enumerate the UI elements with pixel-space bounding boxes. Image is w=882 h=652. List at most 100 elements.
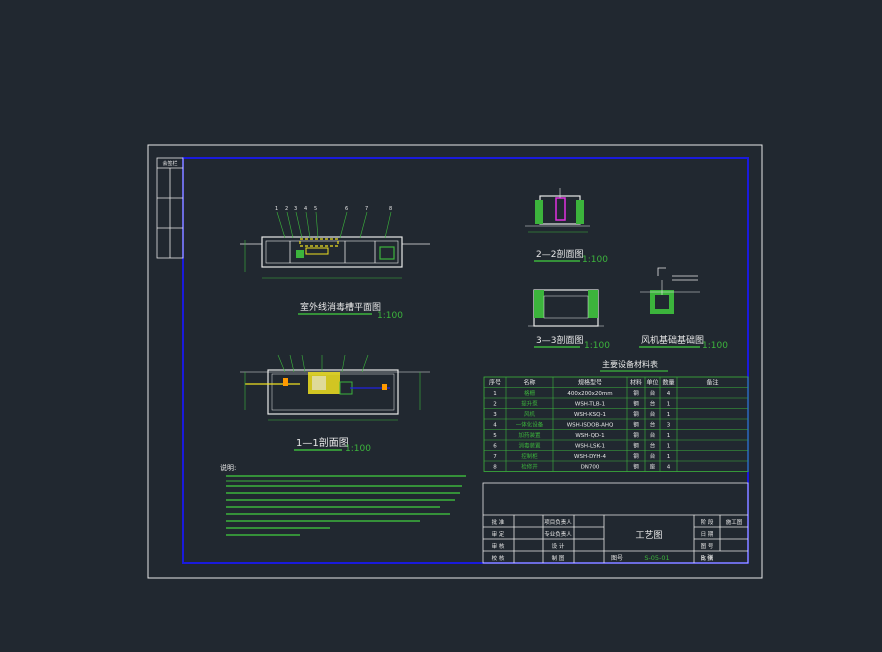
table-cell: 1 [667,444,671,450]
table-cell: 提升泵 [521,400,538,408]
sheet-label: B 张 [701,554,713,562]
svg-text:2: 2 [285,206,288,212]
plan-scale: 1:100 [377,311,403,321]
foundation-title: 风机基础基础图 [641,334,704,346]
drawing-title: 工艺图 [635,530,662,541]
title-block-left-label: 校 核 [492,554,505,562]
title-block-right-label: 阶 段 [701,518,714,526]
table-cell: 1 [667,402,671,408]
table-cell: 台 [650,389,656,397]
title-block-right-label: 比 例 [701,554,714,562]
table-cell: 台 [650,452,656,460]
table-header-cell: 备注 [706,379,718,387]
svg-text:7: 7 [365,206,368,212]
notes-lines [226,475,466,536]
table-cell: 8 [493,465,497,471]
table-cell: 3 [667,423,671,429]
section-1-1-scale: 1:100 [345,444,371,454]
table-cell: 5 [493,433,497,439]
title-block-right-value: 施工图 [726,518,743,526]
section-2-2-title: 2—2剖面图 [536,248,583,260]
table-cell: 加药装置 [518,431,541,439]
table-cell: 3 [493,412,497,418]
table-cell: 台 [650,400,656,408]
table-cell: 钢 [633,442,639,450]
table-header-cell: 规格型号 [578,379,602,387]
section-1-1 [240,354,430,421]
table-cell: 钢 [633,452,639,460]
table-cell: 1 [667,433,671,439]
drawing-number: S-05-01 [644,554,669,562]
title-block-right-label: 图 号 [701,542,714,550]
section-2-2 [525,188,590,233]
svg-text:3: 3 [294,206,297,212]
table-cell: WSH-DYH-4 [574,454,606,460]
table-cell: 格栅 [524,389,536,397]
table-cell: 消毒装置 [518,442,541,450]
section-3-3-scale: 1:100 [584,341,610,351]
table-cell: 钢 [633,463,639,471]
table-cell: 4 [667,391,671,397]
table-header-cell: 材料 [630,379,642,387]
table-cell: 台 [650,410,656,418]
table-cell: 台 [650,431,656,439]
title-block-mid-label: 设 计 [552,542,565,550]
table-header-cell: 序号 [489,379,501,387]
table-cell: 400x200x20mm [567,391,612,397]
section-1-1-title: 1—1剖面图 [296,436,349,449]
table-cell: 4 [667,465,671,471]
table-cell: WSH-ISDOB-AHQ [567,423,614,429]
section-3-3 [528,289,604,327]
table-cell: 1 [667,454,671,460]
table-header-cell: 名称 [523,379,535,387]
svg-text:6: 6 [345,206,348,212]
table-cell: 钢 [633,421,639,429]
table-cell: 座 [650,463,656,471]
table-cell: 4 [493,423,497,429]
table-cell: 1 [493,391,497,397]
title-block-left-label: 审 定 [492,530,505,538]
table-cell: 台 [650,421,656,429]
table-cell: 6 [493,444,497,450]
table-cell: 钢 [633,389,639,397]
sign-box-label: 会签栏 [162,160,177,167]
title-block-right-label: 日 期 [701,531,714,538]
svg-text:1: 1 [275,206,278,212]
foundation-scale: 1:100 [702,341,728,351]
table-cell: 钢 [633,410,639,418]
title-block [482,482,749,564]
title-block-left-label: 审 核 [492,542,505,550]
drawing-number-label: 图号 [611,555,623,562]
table-cell: 控制柜 [521,452,538,460]
table-cell: 检修井 [521,463,538,471]
table-cell: WSH-TLB-1 [575,402,605,408]
notes-title: 说明: [220,463,236,472]
table-frame [483,376,749,472]
sheet-outer-frame [147,144,763,579]
title-block-mid-label: 制 图 [552,554,565,562]
table-cell: 7 [493,454,497,460]
table-cell: 钢 [633,400,639,408]
table-cell: WSH-QD-1 [575,433,604,439]
sign-box [156,157,184,259]
table-cell: 1 [667,412,671,418]
title-block-left-label: 批 准 [492,518,505,526]
section-2-2-scale: 1:100 [582,255,608,265]
table-cell: 2 [493,402,497,408]
table-cell: 风机 [524,410,536,418]
plan-title: 室外线消毒槽平面图 [300,301,381,313]
table-cell: 钢 [633,431,639,439]
section-3-3-title: 3—3剖面图 [536,334,583,346]
table-cell: 一体化设备 [516,421,544,429]
svg-text:5: 5 [314,206,317,212]
svg-text:4: 4 [304,206,307,212]
title-block-mid-label: 专业负责人 [544,530,572,538]
svg-text:8: 8 [389,206,392,212]
equipment-table-title: 主要设备材料表 [602,359,658,369]
table-header-cell: 单位 [646,379,658,387]
table-cell: WSH-KSQ-1 [574,412,606,418]
